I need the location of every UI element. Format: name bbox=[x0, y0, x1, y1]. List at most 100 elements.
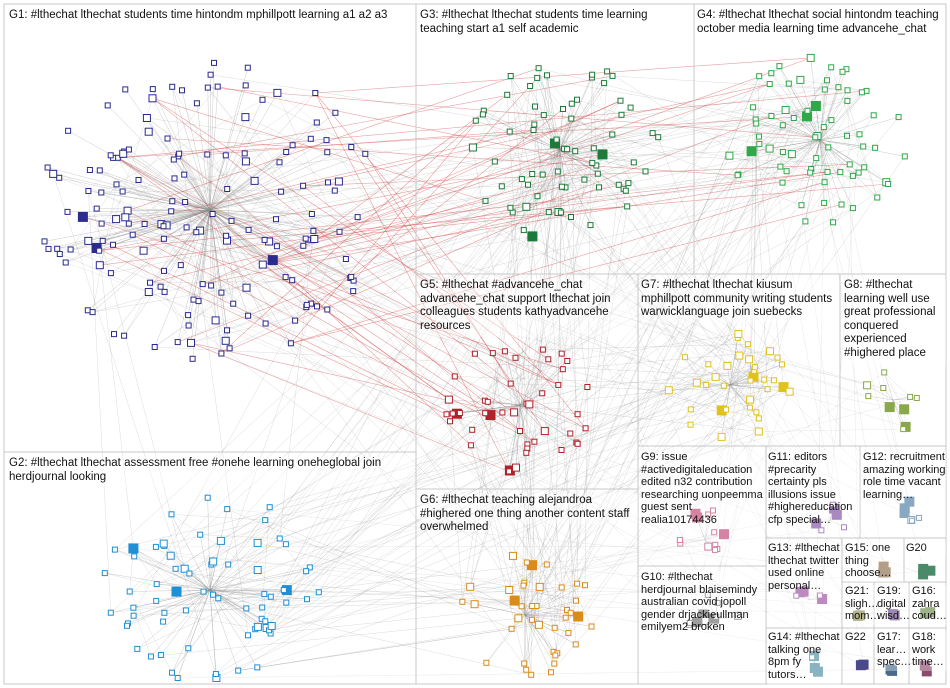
node-g3 bbox=[649, 130, 656, 137]
edge bbox=[485, 200, 920, 519]
edge bbox=[484, 351, 506, 401]
edge bbox=[257, 82, 605, 544]
node-g3 bbox=[534, 74, 541, 81]
edge bbox=[125, 89, 211, 211]
edge-highlight bbox=[315, 92, 586, 429]
edge bbox=[101, 86, 218, 224]
edge bbox=[510, 75, 559, 213]
edge bbox=[555, 351, 771, 656]
edge-highlight bbox=[303, 83, 770, 187]
edge bbox=[771, 73, 821, 141]
edge bbox=[125, 109, 786, 218]
edge bbox=[715, 117, 795, 377]
edge bbox=[209, 570, 307, 591]
edge bbox=[262, 99, 524, 231]
edge bbox=[729, 351, 771, 386]
edge bbox=[209, 209, 234, 304]
node-g4 bbox=[821, 199, 828, 206]
edge bbox=[668, 151, 752, 391]
edge bbox=[523, 386, 784, 586]
node-g1 bbox=[141, 221, 148, 227]
edge bbox=[184, 174, 750, 408]
node-g1 bbox=[95, 261, 104, 270]
node-g11 bbox=[829, 501, 836, 508]
edge bbox=[209, 209, 212, 286]
node-g1 bbox=[250, 176, 259, 185]
edge bbox=[117, 157, 211, 211]
edge bbox=[327, 178, 523, 310]
node-g4 bbox=[756, 133, 762, 140]
edge bbox=[507, 94, 801, 593]
node-g4 bbox=[756, 73, 763, 80]
node-g13 bbox=[816, 592, 823, 599]
edge bbox=[209, 209, 306, 239]
edge bbox=[469, 162, 593, 587]
node-g7 bbox=[755, 415, 762, 422]
edge bbox=[171, 209, 211, 212]
node-g1 bbox=[324, 149, 331, 156]
edge bbox=[782, 139, 821, 153]
edge bbox=[209, 209, 312, 215]
node-g11 bbox=[818, 527, 825, 534]
node-g5 bbox=[545, 356, 552, 363]
edge bbox=[207, 497, 211, 591]
edge bbox=[819, 139, 828, 172]
node-g1 bbox=[185, 312, 192, 319]
edge bbox=[584, 372, 885, 586]
edge-highlight bbox=[202, 100, 621, 285]
edge bbox=[117, 157, 165, 239]
edge bbox=[209, 589, 265, 595]
node-g1 bbox=[226, 345, 233, 352]
edge bbox=[474, 353, 521, 406]
edge bbox=[538, 68, 783, 365]
node-g2 bbox=[160, 618, 167, 625]
edge bbox=[717, 351, 771, 603]
node-g1 bbox=[348, 144, 355, 150]
edge bbox=[133, 585, 524, 608]
edge bbox=[510, 175, 853, 209]
node-g2 bbox=[182, 607, 189, 614]
node-g3 bbox=[597, 149, 608, 160]
edge bbox=[556, 139, 926, 614]
edge bbox=[202, 209, 211, 285]
edge bbox=[171, 514, 284, 591]
edge bbox=[144, 209, 211, 225]
edge bbox=[847, 90, 860, 616]
node-g5 bbox=[471, 350, 478, 357]
node-g8 bbox=[884, 402, 895, 413]
edge bbox=[559, 118, 572, 151]
node-g1 bbox=[111, 331, 117, 338]
edge bbox=[519, 404, 571, 434]
edge bbox=[177, 589, 211, 679]
node-g7 bbox=[711, 372, 720, 381]
edge bbox=[67, 130, 211, 211]
node-g4 bbox=[804, 107, 811, 114]
edge bbox=[777, 357, 895, 616]
node-g15 bbox=[878, 561, 889, 572]
edge bbox=[780, 139, 821, 167]
node-g1 bbox=[300, 182, 307, 189]
edge bbox=[459, 390, 669, 414]
node-g9 bbox=[704, 542, 713, 551]
edge bbox=[532, 117, 794, 607]
edge bbox=[509, 116, 899, 591]
edge bbox=[270, 355, 740, 634]
edge bbox=[88, 190, 185, 569]
edge bbox=[510, 75, 561, 151]
edge bbox=[482, 114, 707, 386]
edge bbox=[532, 605, 554, 652]
node-g7 bbox=[785, 387, 794, 396]
node-g7 bbox=[735, 351, 744, 360]
edge bbox=[452, 404, 521, 414]
edge bbox=[470, 548, 718, 587]
node-g2 bbox=[262, 618, 269, 625]
edge bbox=[209, 122, 317, 211]
edge-highlight bbox=[178, 156, 535, 442]
node-g1 bbox=[204, 84, 211, 91]
edge bbox=[279, 365, 728, 539]
edge bbox=[70, 184, 117, 250]
node-g1 bbox=[45, 245, 52, 252]
node-g3 bbox=[601, 80, 608, 87]
edge bbox=[559, 149, 598, 174]
node-g5 bbox=[564, 358, 571, 364]
